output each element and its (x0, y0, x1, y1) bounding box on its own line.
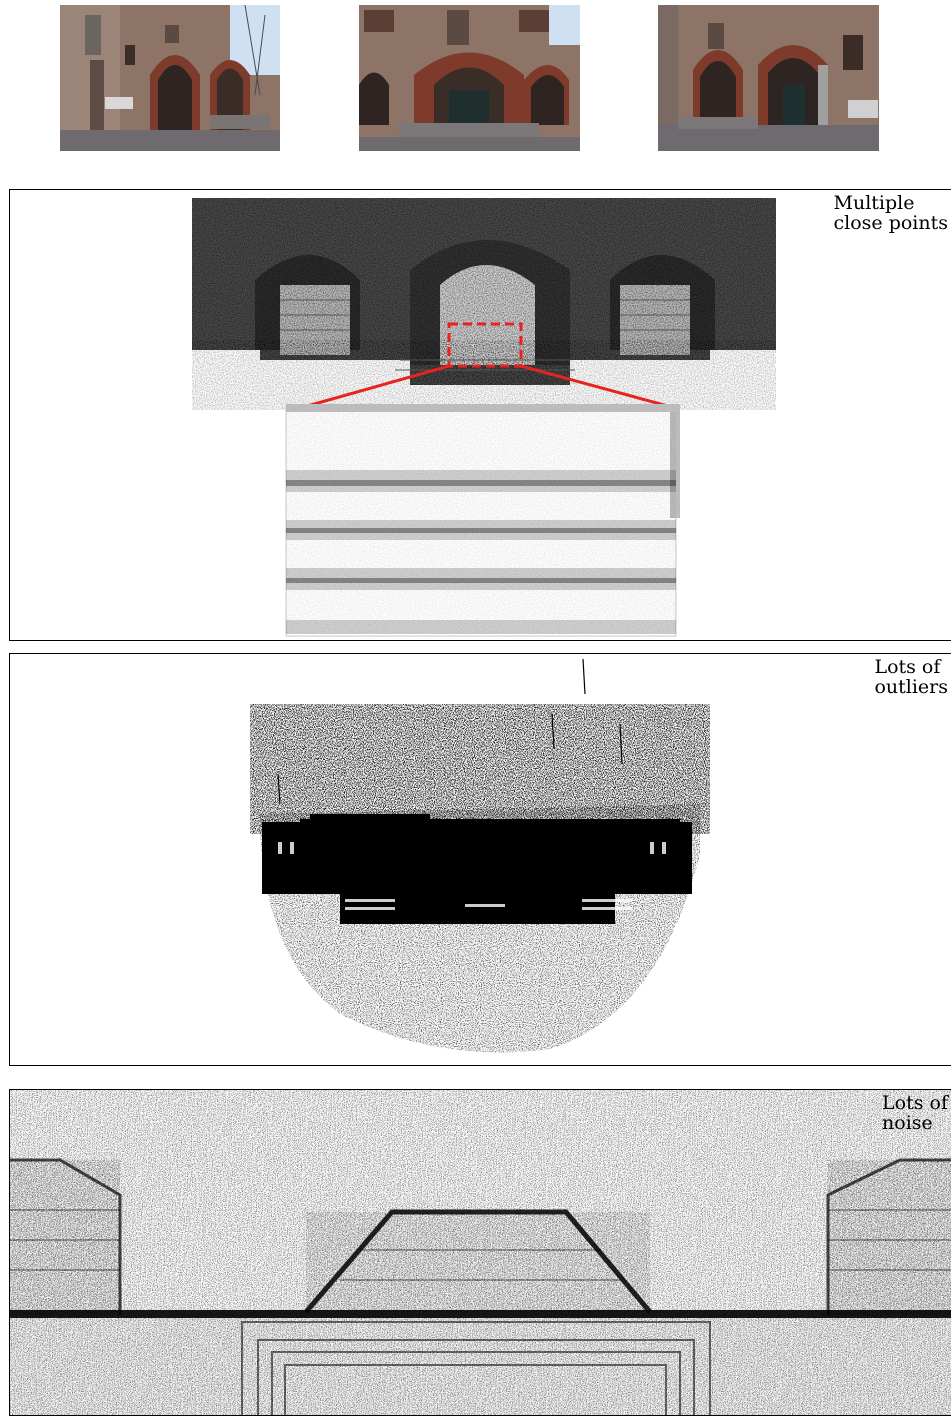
panel-label-line-2: close points (833, 212, 949, 234)
panel-label-multiple-close-points: Multiple close points (834, 193, 949, 233)
photo-right-church-entrance (658, 5, 879, 151)
point-cloud-with-outliers (250, 658, 710, 1053)
panel-label-lots-of-outliers: Lots of outliers (874, 657, 948, 697)
point-cloud-with-noise (10, 1090, 951, 1415)
panel-label-line-1: Lots of (882, 1092, 948, 1114)
panel-label-line-2: outliers (874, 676, 948, 698)
photo-left-church-entrance (60, 5, 280, 151)
panel-label-line-1: Lots of (874, 656, 941, 678)
zoom-connector-right (520, 364, 676, 410)
panel-label-line-1: Multiple (833, 192, 915, 214)
point-cloud-facade-closeup (192, 198, 776, 637)
photo-center-church-entrance (359, 5, 580, 151)
panel-lots-of-outliers: Lots of outliers (9, 653, 951, 1066)
zoomed-inset (285, 404, 680, 637)
panel-multiple-close-points: Multiple close points (9, 189, 951, 641)
panel-label-line-2: noise (882, 1112, 933, 1134)
panel-label-lots-of-noise: Lots of noise (882, 1093, 948, 1133)
zoom-highlight-box (447, 322, 523, 368)
panel-lots-of-noise: Lots of noise (9, 1089, 951, 1416)
